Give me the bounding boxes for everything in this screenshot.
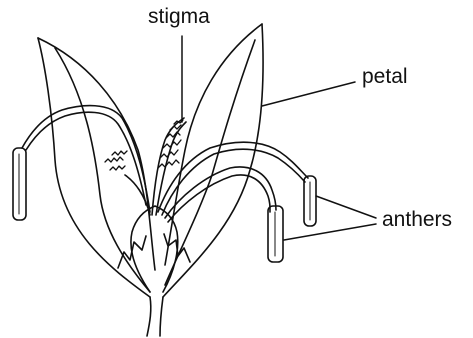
stigma-label: stigma (148, 6, 210, 27)
stem (147, 297, 163, 336)
leader-lines (182, 36, 376, 240)
anthers-leader-line-lower (284, 224, 376, 240)
left-stamen (13, 106, 150, 220)
petal-leader-line (262, 82, 355, 106)
anthers-label: anthers (382, 209, 452, 230)
petal-label: petal (362, 66, 408, 87)
anthers-leader-line-upper (316, 196, 376, 218)
